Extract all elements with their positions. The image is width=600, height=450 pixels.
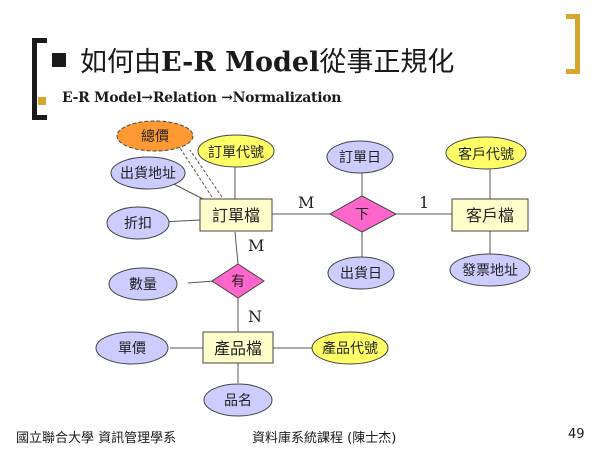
attr-product-name: [203, 383, 273, 417]
attr-quantity-label: 數量: [129, 277, 157, 293]
card-customer-place: 1: [419, 193, 429, 212]
slide-title: 如何由E-R Model從事正規化: [80, 40, 454, 79]
footer-page-number: 49: [568, 427, 585, 442]
entity-customer: [451, 198, 529, 232]
title-suffix: 從事正規化: [319, 47, 455, 78]
entity-order-label: 訂單檔: [212, 206, 260, 225]
slide-subtitle: E-R Model→Relation →Normalization: [62, 90, 342, 106]
attr-invoice-address: [449, 253, 531, 287]
card-order-place: M: [298, 193, 314, 212]
attr-ship-date: [327, 256, 395, 290]
right-bracket-decoration: [566, 14, 580, 74]
entity-order: [199, 198, 273, 232]
title-prefix: 如何由: [80, 47, 161, 78]
attr-customer-no: [445, 136, 527, 170]
er-diagram: 總價 訂單代號 出貨地址 折扣 訂單日 出貨日 客戶代號 發票地址 數量 單價 …: [95, 120, 531, 417]
attr-product-name-label: 品名: [224, 393, 252, 409]
attr-ship-date-label: 出貨日: [340, 265, 382, 282]
line-order-total-2: [189, 149, 223, 198]
attr-discount-label: 折扣: [124, 216, 152, 232]
relationship-has-label: 有: [231, 274, 245, 290]
attr-order-no-label: 訂單代號: [208, 145, 264, 161]
card-product-has: N: [248, 307, 262, 326]
entity-product: [202, 331, 274, 364]
title-em: E-R Model: [161, 47, 320, 78]
attr-order-date: [326, 140, 394, 174]
attr-total-price: [116, 120, 194, 152]
attr-order-date-label: 訂單日: [339, 150, 381, 166]
attr-quantity: [108, 267, 178, 301]
attr-product-no: [311, 331, 389, 365]
attr-invoice-address-label: 發票地址: [462, 263, 518, 279]
relationship-place-label: 下: [355, 207, 369, 223]
attr-ship-address: [110, 156, 186, 190]
attr-order-no: [197, 134, 275, 168]
subtitle-bullet-icon: [38, 97, 46, 105]
footer-institution: 國立聯合大學 資訊管理學系: [16, 431, 177, 446]
entity-customer-label: 客戶檔: [466, 206, 514, 225]
relationship-has: [211, 263, 265, 299]
left-bracket-decoration: [32, 38, 47, 120]
entity-product-label: 產品檔: [214, 339, 262, 358]
attr-total-price-label: 總價: [141, 128, 169, 145]
relationship-place: [328, 195, 398, 233]
attr-discount: [106, 206, 170, 240]
line-has-quantity: [187, 280, 215, 284]
attr-ship-address-label: 出貨地址: [120, 165, 176, 182]
title-bullet-icon: [52, 53, 66, 67]
attr-customer-no-label: 客戶代號: [458, 146, 514, 163]
footer-course: 資料庫系統課程 (陳士杰): [252, 431, 397, 446]
attr-product-no-label: 產品代號: [322, 340, 378, 357]
attr-unit-price-label: 單價: [118, 340, 146, 357]
attr-unit-price: [95, 331, 169, 365]
line-order-has: [234, 231, 239, 265]
card-order-has: M: [248, 236, 264, 255]
